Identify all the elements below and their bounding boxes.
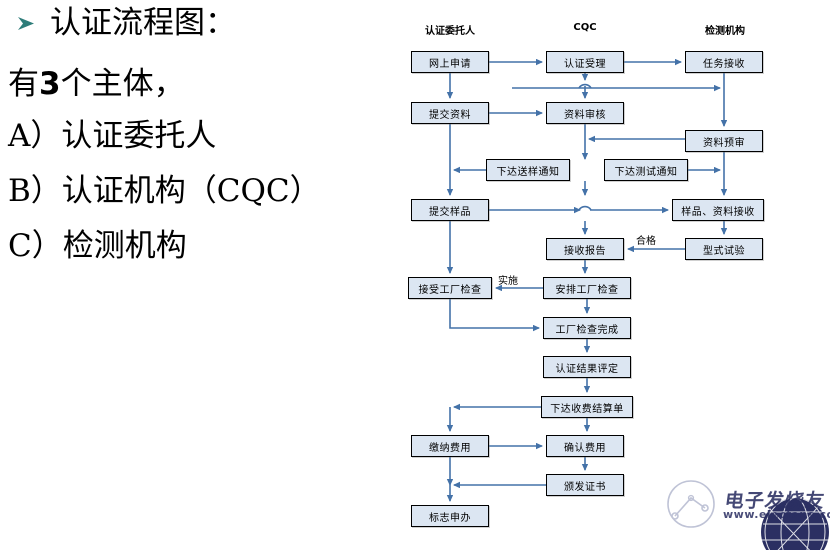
node-sample-submission-notice[interactable]: 下达送样通知 <box>486 159 570 181</box>
node-document-pre-review[interactable]: 资料预审 <box>685 130 763 152</box>
arrow-bullet-icon <box>18 16 34 30</box>
edge-label-qualified: 合格 <box>636 236 656 247</box>
list-item-b: B）认证机构（CQC） <box>8 173 321 209</box>
column-header-applicant: 认证委托人 <box>425 26 475 37</box>
node-mark-application[interactable]: 标志申办 <box>411 505 489 527</box>
node-issue-certificate[interactable]: 颁发证书 <box>546 474 624 496</box>
page-title: 认证流程图： <box>50 5 236 41</box>
node-confirm-fees[interactable]: 确认费用 <box>546 435 624 457</box>
node-issue-fee-statement[interactable]: 下达收费结算单 <box>541 396 633 418</box>
node-type-test[interactable]: 型式试验 <box>685 238 763 260</box>
heading-row: 认证流程图： <box>16 8 236 39</box>
subjects-suffix: 个主体， <box>60 66 185 102</box>
node-factory-inspection-complete[interactable]: 工厂检查完成 <box>543 317 631 339</box>
node-certification-acceptance[interactable]: 认证受理 <box>546 51 624 73</box>
node-document-review[interactable]: 资料审核 <box>546 102 624 124</box>
node-reception-report[interactable]: 接收报告 <box>546 238 624 260</box>
flowchart-connectors <box>446 58 728 502</box>
node-sample-document-reception[interactable]: 样品、资料接收 <box>672 199 764 221</box>
node-online-application[interactable]: 网上申请 <box>411 51 489 73</box>
node-pay-fees[interactable]: 缴纳费用 <box>411 435 489 457</box>
column-header-cqc: CQC <box>573 22 597 33</box>
edge-label-implement: 实施 <box>498 276 518 287</box>
node-submit-documents[interactable]: 提交资料 <box>411 102 489 124</box>
certification-flowchart: 认证委托人 CQC 检测机构 网上申请 认证受理 任务接收 提交资料 资料审核 … <box>400 0 830 550</box>
node-arrange-factory-inspection[interactable]: 安排工厂检查 <box>543 277 631 299</box>
subjects-count: 3 <box>39 66 61 102</box>
node-submit-samples[interactable]: 提交样品 <box>411 199 489 221</box>
list-item-c: C）检测机构 <box>8 228 187 264</box>
slide-text-panel: 认证流程图： 有3个主体， A）认证委托人 B）认证机构（CQC） C）检测机构 <box>0 0 400 550</box>
node-test-notice[interactable]: 下达测试通知 <box>604 159 688 181</box>
list-item-a: A）认证委托人 <box>8 118 217 154</box>
node-accept-factory-inspection[interactable]: 接受工厂检查 <box>408 277 492 299</box>
subjects-prefix: 有 <box>8 66 39 102</box>
subjects-line: 有3个主体， <box>8 58 185 103</box>
node-task-reception[interactable]: 任务接收 <box>685 51 763 73</box>
column-header-testlab: 检测机构 <box>705 26 745 37</box>
node-certification-result-evaluation[interactable]: 认证结果评定 <box>543 356 631 378</box>
